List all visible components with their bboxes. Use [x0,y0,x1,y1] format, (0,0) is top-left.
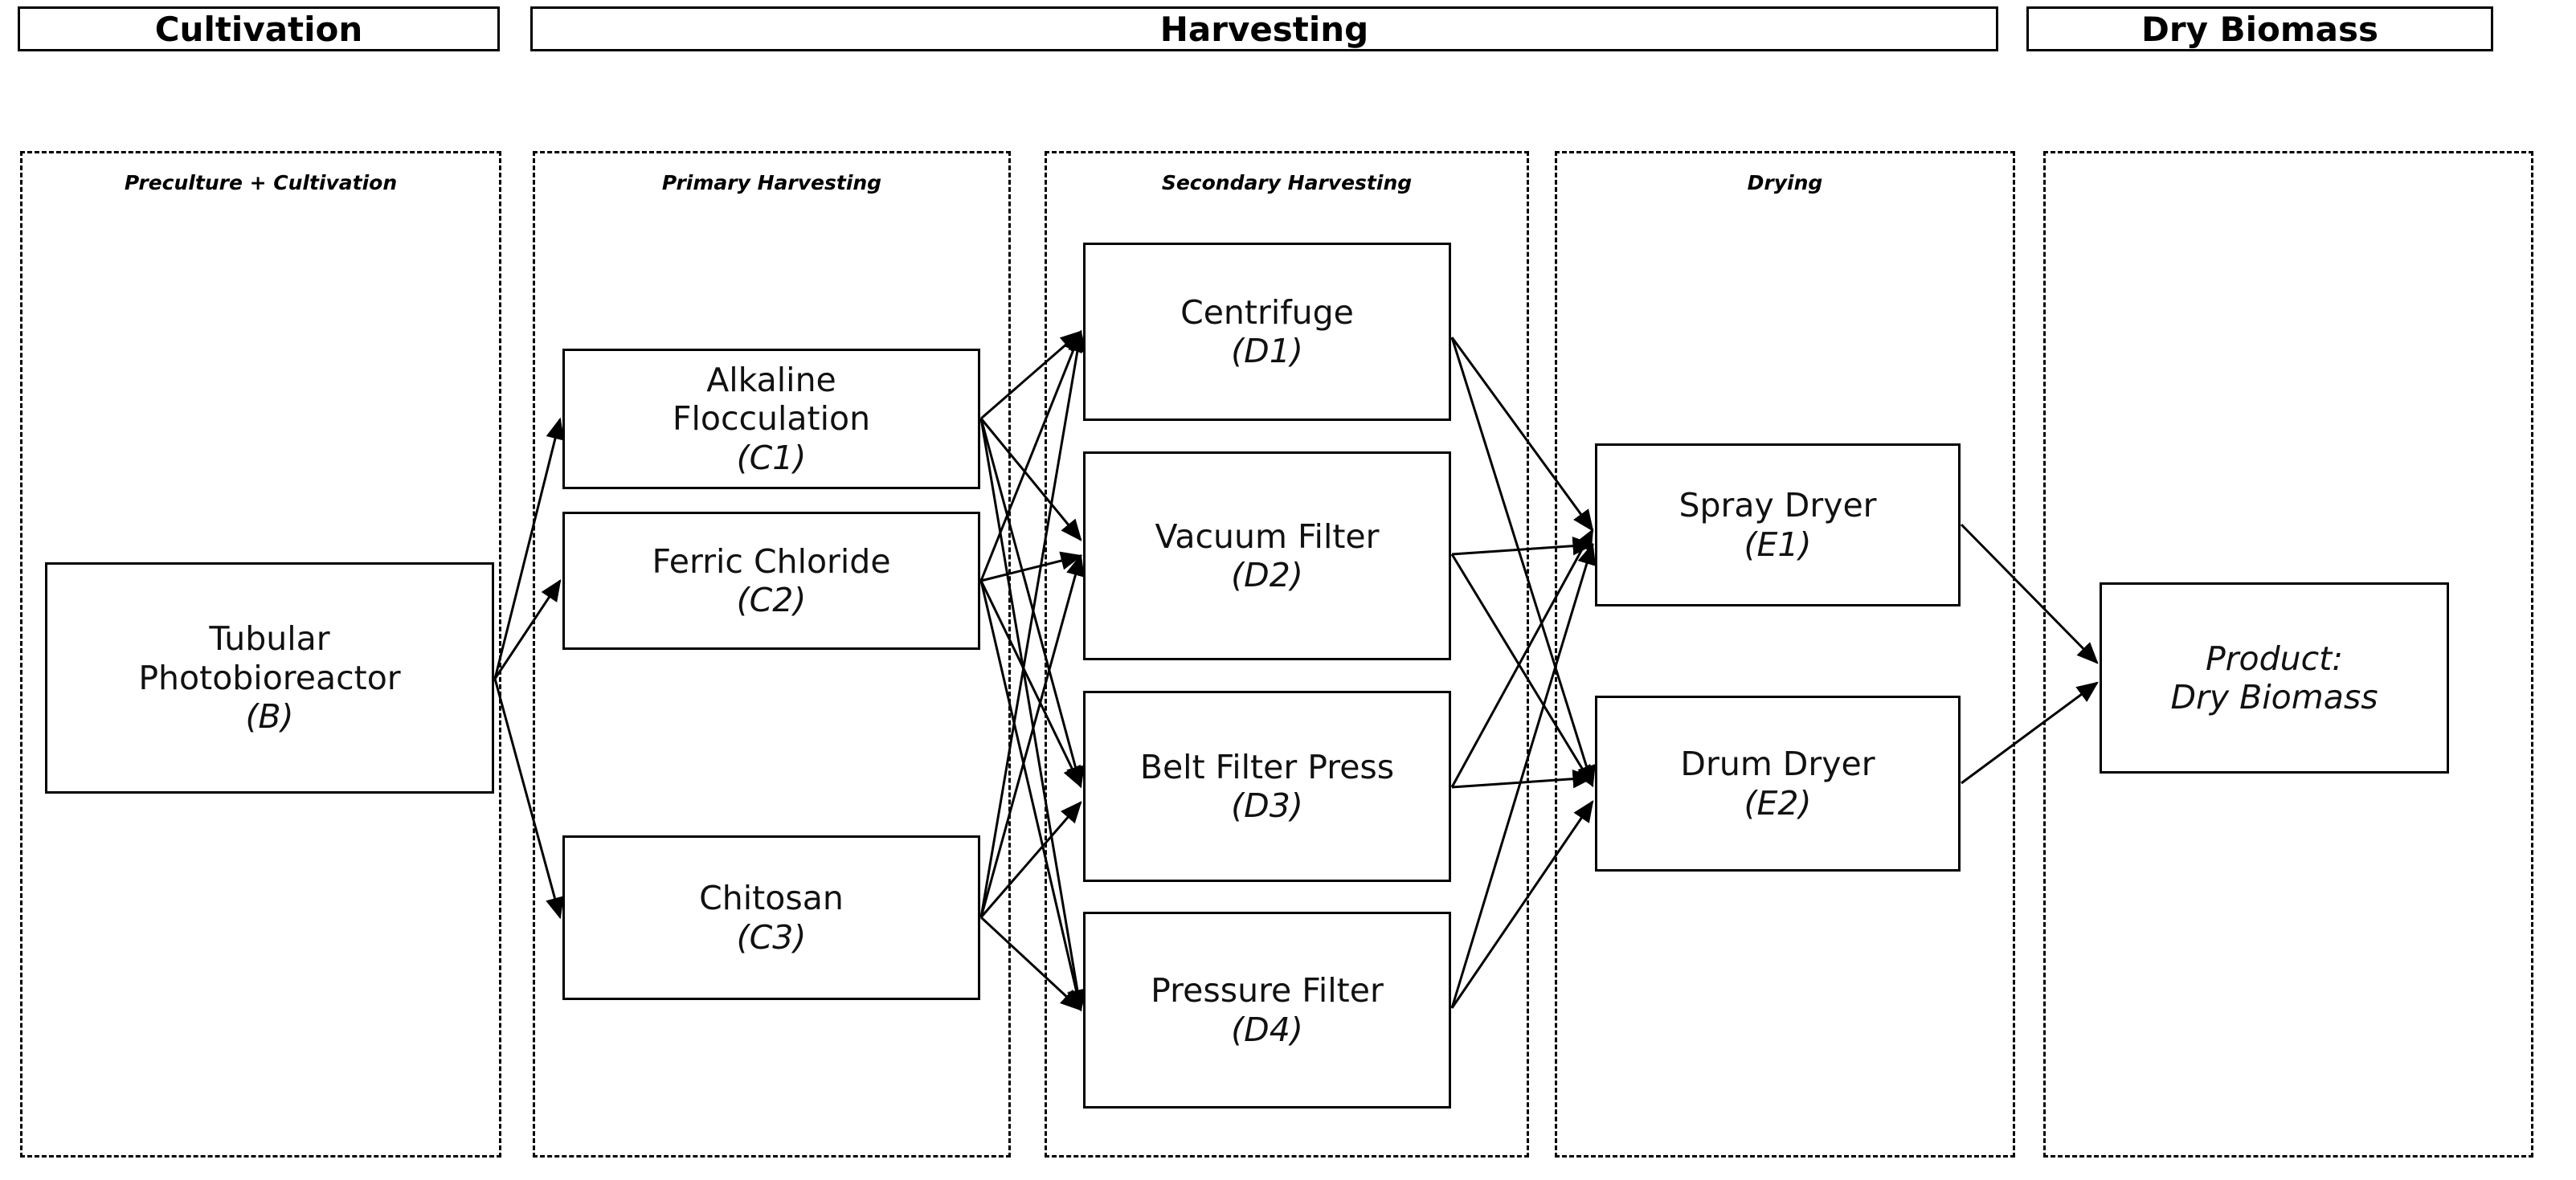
node-label-line: Ferric Chloride [652,541,891,581]
node-label-line: Spray Dryer [1678,486,1877,525]
phase-header-cultivation: Cultivation [18,6,500,51]
group-container-drying: Drying [1555,151,2015,1158]
node-label-line: Chitosan [699,879,844,918]
node-label-line: Tubular [209,619,330,659]
node-label-line: Flocculation [672,399,871,439]
process-node-d2[interactable]: Vacuum Filter(D2) [1083,451,1451,660]
group-container-primary-harvesting: Primary Harvesting [533,151,1011,1158]
node-code-label: (C3) [736,917,807,957]
node-code-label: (C1) [736,438,807,477]
process-node-d4[interactable]: Pressure Filter(D4) [1083,912,1451,1109]
group-label-primary-harvesting: Primary Harvesting [661,171,882,194]
phase-header-harvesting: Harvesting [530,6,1998,51]
node-label-line: Product: [2205,639,2344,678]
process-node-p[interactable]: Product:Dry Biomass [2100,582,2449,774]
group-label-secondary-harvesting: Secondary Harvesting [1161,171,1413,194]
node-code-label: (D3) [1231,786,1303,825]
node-code-label: (E2) [1744,783,1812,823]
node-code-label: (D2) [1231,556,1303,594]
phase-header-label: Cultivation [154,9,363,49]
node-label-line: Pressure Filter [1151,971,1384,1011]
process-node-c3[interactable]: Chitosan(C3) [562,835,980,1000]
group-label-drying: Drying [1747,171,1823,194]
node-label-line: Vacuum Filter [1155,517,1380,556]
node-label-line: Centrifuge [1180,292,1354,332]
process-node-e2[interactable]: Drum Dryer(E2) [1595,696,1961,872]
node-code-label: (E1) [1744,525,1812,564]
process-node-e1[interactable]: Spray Dryer(E1) [1595,443,1961,606]
node-label-line: Belt Filter Press [1139,747,1395,786]
node-code-label: (D1) [1231,332,1303,370]
process-node-d3[interactable]: Belt Filter Press(D3) [1083,691,1451,882]
phase-header-label: Dry Biomass [2141,9,2378,49]
node-label-line: Dry Biomass [2170,678,2378,717]
node-label-line: Drum Dryer [1680,745,1875,784]
process-node-d1[interactable]: Centrifuge(D1) [1083,243,1451,421]
node-label-line: Photobioreactor [138,658,401,697]
process-node-c2[interactable]: Ferric Chloride(C2) [562,512,980,650]
node-code-label: (D4) [1231,1010,1303,1049]
group-label-preculture-cultivation: Preculture + Cultivation [124,171,398,194]
node-label-line: Alkaline [706,360,836,399]
phase-header-label: Harvesting [1159,9,1369,49]
node-code-label: (C2) [736,581,807,619]
phase-header-dry-biomass: Dry Biomass [2026,6,2493,51]
node-code-label: (B) [245,697,294,737]
